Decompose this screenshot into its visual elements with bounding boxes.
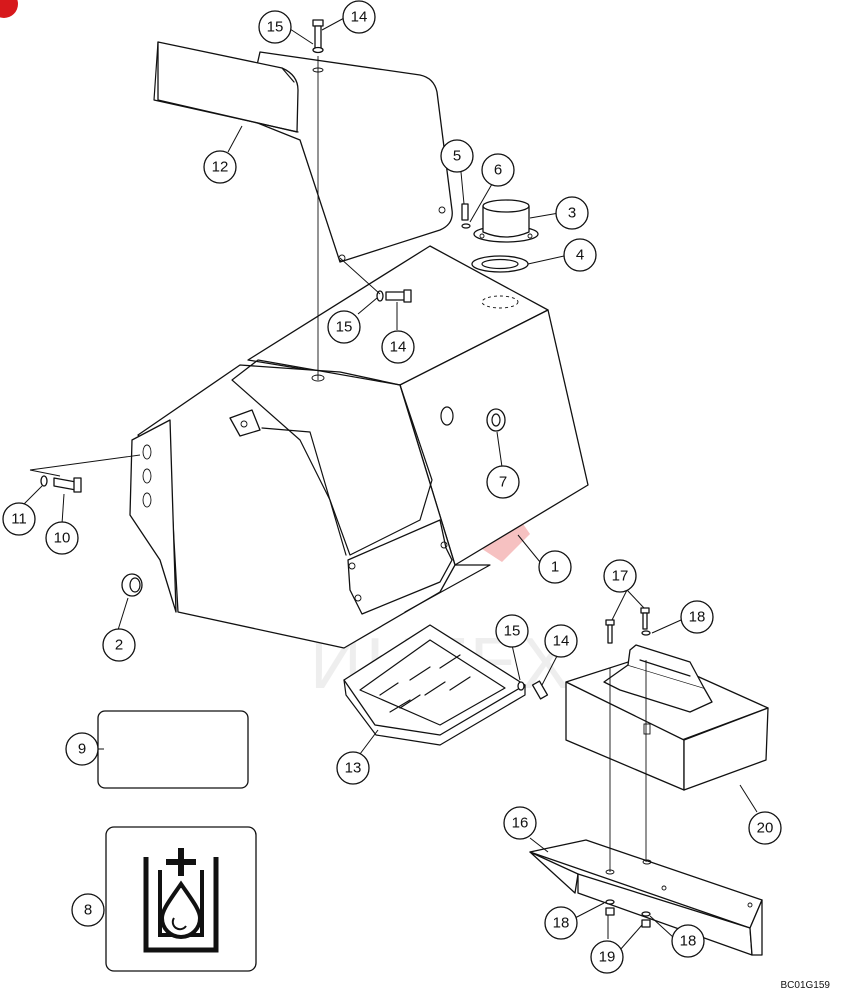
callout-13: 13 — [336, 751, 370, 785]
part-18-washer-top — [641, 630, 651, 636]
callout-label: 14 — [553, 633, 570, 650]
callout-14-top: 14 — [342, 0, 376, 34]
callout-16: 16 — [503, 806, 537, 840]
callout-10: 10 — [45, 521, 79, 555]
callout-12: 12 — [203, 150, 237, 184]
callout-label: 1 — [551, 559, 559, 576]
part-18-washer-bottom-left — [605, 899, 615, 905]
callout-label: 19 — [599, 949, 616, 966]
part-14-bolt-step — [531, 680, 549, 700]
callout-2: 2 — [102, 628, 136, 662]
part-16-tray — [529, 839, 763, 956]
callout-5: 5 — [440, 139, 474, 173]
callout-label: 2 — [115, 637, 123, 654]
callout-label: 15 — [336, 319, 353, 336]
callout-label: 5 — [453, 148, 461, 165]
callout-8: 8 — [71, 893, 105, 927]
callout-label: 4 — [576, 247, 584, 264]
callout-15-mid: 15 — [327, 310, 361, 344]
callout-15-top: 15 — [258, 10, 292, 44]
part-19-nut-left — [605, 907, 615, 916]
callout-7: 7 — [486, 465, 520, 499]
callout-11: 11 — [2, 502, 36, 536]
callout-label: 12 — [212, 159, 229, 176]
part-18-washer-bottom-right — [641, 911, 651, 917]
part-15-washer-top — [312, 46, 324, 54]
callout-label: 15 — [504, 623, 521, 640]
callout-label: 14 — [390, 339, 407, 356]
part-12-upper-cover — [153, 41, 453, 263]
callout-label: 10 — [54, 530, 71, 547]
part-4-gasket — [471, 255, 529, 273]
callout-label: 15 — [267, 19, 284, 36]
callout-17: 17 — [603, 559, 637, 593]
part-14-bolt-mid — [385, 289, 412, 303]
callout-label: 13 — [345, 760, 362, 777]
callout-19: 19 — [590, 940, 624, 974]
red-corner-dot-icon — [0, 0, 18, 18]
part-6-washer — [461, 223, 471, 229]
callout-label: 17 — [612, 568, 629, 585]
part-15-washer-mid — [376, 290, 384, 302]
callout-18-bottom-left: 18 — [544, 906, 578, 940]
callout-label: 18 — [553, 915, 570, 932]
callout-label: 14 — [351, 9, 368, 26]
callout-label: 6 — [494, 162, 502, 179]
part-20-toolbox — [565, 644, 769, 791]
callout-label: 18 — [680, 933, 697, 950]
callout-9: 9 — [65, 732, 99, 766]
callout-18-bottom-right: 18 — [671, 924, 705, 958]
callout-18-top: 18 — [680, 600, 714, 634]
part-17-bolt-right — [640, 607, 650, 630]
callout-label: 9 — [78, 741, 86, 758]
callout-6: 6 — [481, 153, 515, 187]
callout-label: 16 — [512, 815, 529, 832]
part-17-bolt-left — [605, 619, 615, 644]
callout-label: 7 — [499, 474, 507, 491]
callout-14-step: 14 — [544, 624, 578, 658]
fuel-drop-icon — [143, 848, 219, 953]
callout-1: 1 — [538, 550, 572, 584]
callout-15-step: 15 — [495, 614, 529, 648]
callout-14-mid: 14 — [381, 330, 415, 364]
callout-label: 20 — [757, 820, 774, 837]
figure-code: BC01G159 — [781, 980, 831, 991]
part-1-tank-enclosure — [129, 245, 589, 649]
part-15-washer-step — [517, 681, 525, 691]
part-8-fuel-decal — [105, 826, 257, 972]
part-7-plug — [486, 408, 506, 432]
part-19-nut-right — [641, 919, 651, 928]
part-14-bolt-top — [312, 19, 324, 49]
callout-label: 8 — [84, 902, 92, 919]
leader-lines — [22, 16, 758, 951]
callout-20: 20 — [748, 811, 782, 845]
callout-label: 3 — [568, 205, 576, 222]
part-11-washer — [40, 475, 48, 487]
callout-label: 11 — [11, 511, 27, 528]
part-9-decal-blank — [97, 710, 249, 789]
part-3-filler-cap — [473, 199, 539, 243]
part-5-screw — [461, 203, 469, 221]
part-2-grommet — [121, 573, 143, 597]
callout-3: 3 — [555, 196, 589, 230]
part-10-bolt — [53, 477, 82, 493]
part-13-step — [343, 624, 526, 746]
callout-4: 4 — [563, 238, 597, 272]
callout-label: 18 — [689, 609, 706, 626]
